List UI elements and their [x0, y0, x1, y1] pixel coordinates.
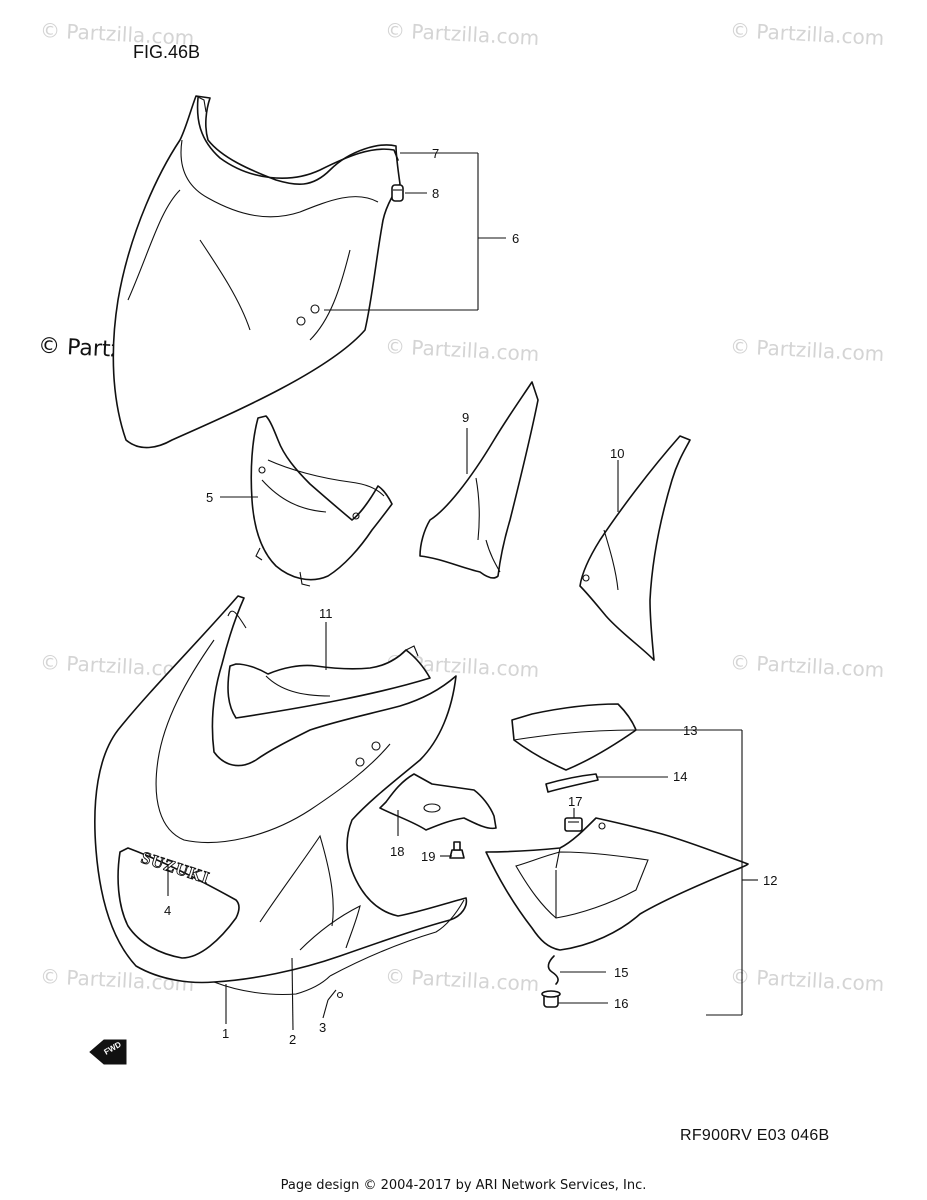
- fwd-arrow-icon: FWD: [89, 1039, 127, 1065]
- callout-18[interactable]: 18: [390, 844, 404, 859]
- inner-cover[interactable]: [250, 415, 393, 587]
- callout-19[interactable]: 19: [421, 849, 435, 864]
- leader-lines: [167, 152, 758, 1031]
- callout-6[interactable]: 6: [512, 231, 519, 246]
- bolt[interactable]: [449, 841, 465, 859]
- callout-8[interactable]: 8: [432, 186, 439, 201]
- callout-14[interactable]: 14: [673, 769, 687, 784]
- callout-7[interactable]: 7: [432, 146, 439, 161]
- inner-panel-right[interactable]: [419, 381, 539, 579]
- callout-16[interactable]: 16: [614, 996, 628, 1011]
- page-footer: Page design © 2004-2017 by ARI Network S…: [280, 1178, 647, 1193]
- callout-9[interactable]: 9: [462, 410, 469, 425]
- screen-trim[interactable]: [196, 97, 399, 179]
- callout-12[interactable]: 12: [763, 873, 777, 888]
- callout-10[interactable]: 10: [610, 446, 624, 461]
- callout-2[interactable]: 2: [289, 1032, 296, 1047]
- seal-strip[interactable]: [545, 773, 599, 793]
- callout-13[interactable]: 13: [683, 723, 697, 738]
- windscreen[interactable]: [112, 95, 401, 449]
- bracket[interactable]: [379, 773, 497, 831]
- callout-1[interactable]: 1: [222, 1026, 229, 1041]
- callout-4[interactable]: 4: [164, 903, 171, 918]
- figure-title: FIG.46B: [133, 42, 201, 62]
- inner-panel-left[interactable]: [579, 435, 691, 661]
- callouts: 7 8 6 5 9 10 11 13 14 17 12 15 16 18 19 …: [164, 146, 777, 1047]
- pocket-box[interactable]: [485, 817, 749, 951]
- inner-shelf[interactable]: [227, 645, 431, 719]
- grommet[interactable]: [541, 990, 561, 1008]
- clip[interactable]: [564, 817, 583, 832]
- callout-15[interactable]: 15: [614, 965, 628, 980]
- nut[interactable]: [391, 184, 404, 202]
- callout-5[interactable]: 5: [206, 490, 213, 505]
- callout-17[interactable]: 17: [568, 794, 582, 809]
- spring-clip[interactable]: [547, 955, 559, 985]
- callout-11[interactable]: 11: [319, 606, 333, 621]
- callout-3[interactable]: 3: [319, 1020, 326, 1035]
- pocket-lid[interactable]: [511, 703, 637, 771]
- upper-cowling[interactable]: SUZUKI: [94, 595, 468, 999]
- drawing-code: RF900RV E03 046B: [680, 1127, 830, 1144]
